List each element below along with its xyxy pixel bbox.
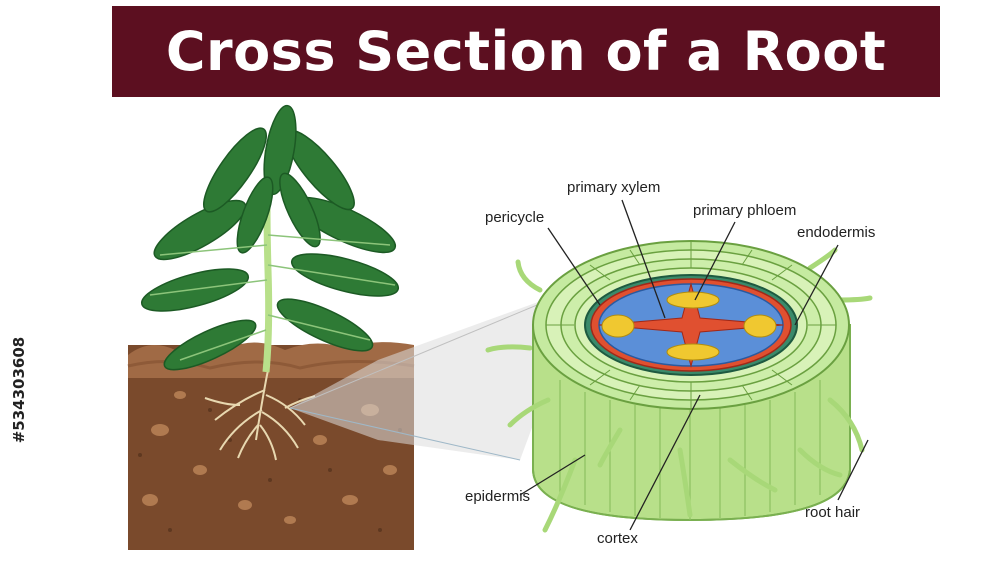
label-endodermis: endodermis bbox=[797, 224, 876, 241]
page-title: Cross Section of a Root bbox=[165, 20, 887, 83]
label-root-hair: root hair bbox=[805, 504, 861, 521]
title-banner: Cross Section of a Root bbox=[112, 6, 940, 97]
label-leader-lines bbox=[519, 199, 869, 531]
root-cross-section bbox=[485, 240, 873, 533]
label-primary-phloem: primary phloem bbox=[693, 202, 797, 219]
label-pericycle: pericycle bbox=[485, 209, 545, 226]
soil-block bbox=[127, 342, 415, 550]
label-primary-xylem: primary xylem bbox=[567, 179, 661, 196]
label-epidermis: epidermis bbox=[465, 488, 531, 505]
plant-shoot bbox=[140, 104, 400, 373]
zoom-beam bbox=[289, 284, 586, 461]
label-cortex: cortex bbox=[597, 530, 638, 547]
plant-roots bbox=[204, 369, 316, 461]
